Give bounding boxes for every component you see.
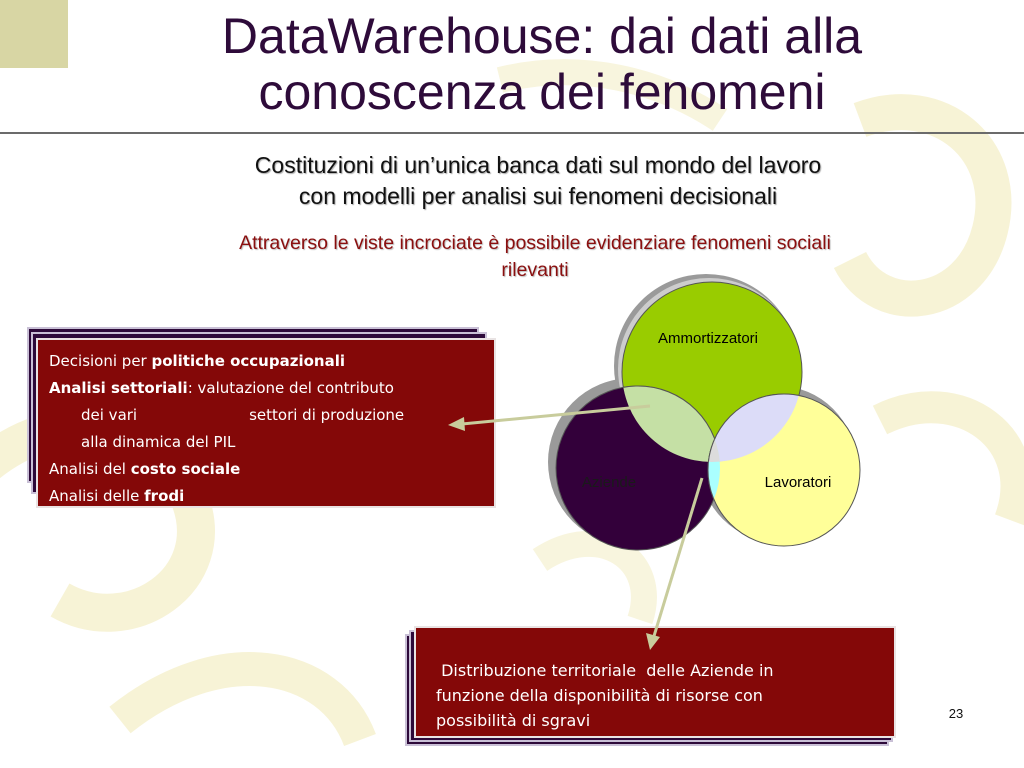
- bg-swirl: [109, 652, 376, 747]
- venn-label-ammortizzatori: Ammortizzatori: [658, 330, 758, 347]
- highlight-text: Attraverso le viste incrociate è possibi…: [150, 230, 920, 284]
- venn-label-lavoratori: Lavoratori: [765, 474, 832, 491]
- text-decisioni: Decisioni per: [49, 352, 152, 370]
- corner-accent: [0, 0, 68, 68]
- title-line-1: DataWarehouse: dai dati alla: [221, 8, 863, 64]
- venn-overlap-top-left: [622, 385, 721, 462]
- left-box-line: Analisi delle frodi: [49, 483, 484, 510]
- subtitle: Costituzioni di un’unica banca dati sul …: [168, 150, 908, 212]
- left-box-line: Analisi del costo sociale: [49, 456, 484, 483]
- text-analisi-del: Analisi del: [49, 460, 131, 478]
- venn-overlap-top-right: [707, 393, 802, 462]
- left-box-line: Analisi settoriali: valutazione del cont…: [49, 375, 484, 402]
- left-box-line: Decisioni per politiche occupazionali: [49, 348, 484, 375]
- highlight-line-2: rilevanti: [501, 259, 569, 281]
- text-analisi-delle: Analisi delle: [49, 487, 145, 505]
- bottom-box-line-3: possibilità di sgravi: [436, 711, 591, 730]
- text-dinamica-pil: alla dinamica del PIL: [81, 433, 236, 451]
- page-title: DataWarehouse: dai dati alla conoscenza …: [92, 8, 992, 120]
- left-box-line: dei vari settori di produzione: [49, 402, 484, 429]
- bold-analisi-settoriali: Analisi settoriali: [49, 379, 188, 397]
- venn-overlap-left-right: [707, 393, 720, 547]
- bg-swirl: [496, 59, 728, 131]
- bold-costo-sociale: costo sociale: [130, 460, 241, 478]
- text-valutazione: : valutazione del contributo: [187, 379, 394, 397]
- text-settori: settori di produzione: [249, 406, 405, 424]
- title-divider: [0, 132, 1024, 134]
- arrow-to-bottom-box: [646, 477, 704, 650]
- highlight-line-1: Attraverso le viste incrociate è possibi…: [239, 232, 831, 254]
- bottom-box-line-2: funzione della disponibilità di risorse …: [436, 686, 763, 705]
- bottom-info-box: Distribuzione territoriale delle Aziende…: [414, 626, 896, 738]
- bg-swirl: [833, 94, 1012, 317]
- bottom-box-line-1: Distribuzione territoriale delle Aziende…: [436, 661, 774, 680]
- slide-number: 23: [948, 706, 964, 721]
- title-line-2: conoscenza dei fenomeni: [258, 64, 826, 120]
- text-dei-vari: dei vari: [81, 406, 138, 424]
- arrow-to-left-box: [448, 404, 651, 431]
- venn-label-aziende: Aziende: [582, 474, 636, 491]
- bg-swirl: [872, 391, 1024, 526]
- subtitle-line-2: con modelli per analisi sui fenomeni dec…: [298, 183, 778, 209]
- bg-swirl: [532, 530, 657, 625]
- bold-politiche: politiche occupazionali: [151, 352, 345, 370]
- left-info-box: Decisioni per politiche occupazionali An…: [36, 338, 496, 508]
- subtitle-line-1: Costituzioni di un’unica banca dati sul …: [254, 152, 822, 178]
- bold-frodi: frodi: [144, 487, 185, 505]
- left-box-line: alla dinamica del PIL: [49, 429, 484, 456]
